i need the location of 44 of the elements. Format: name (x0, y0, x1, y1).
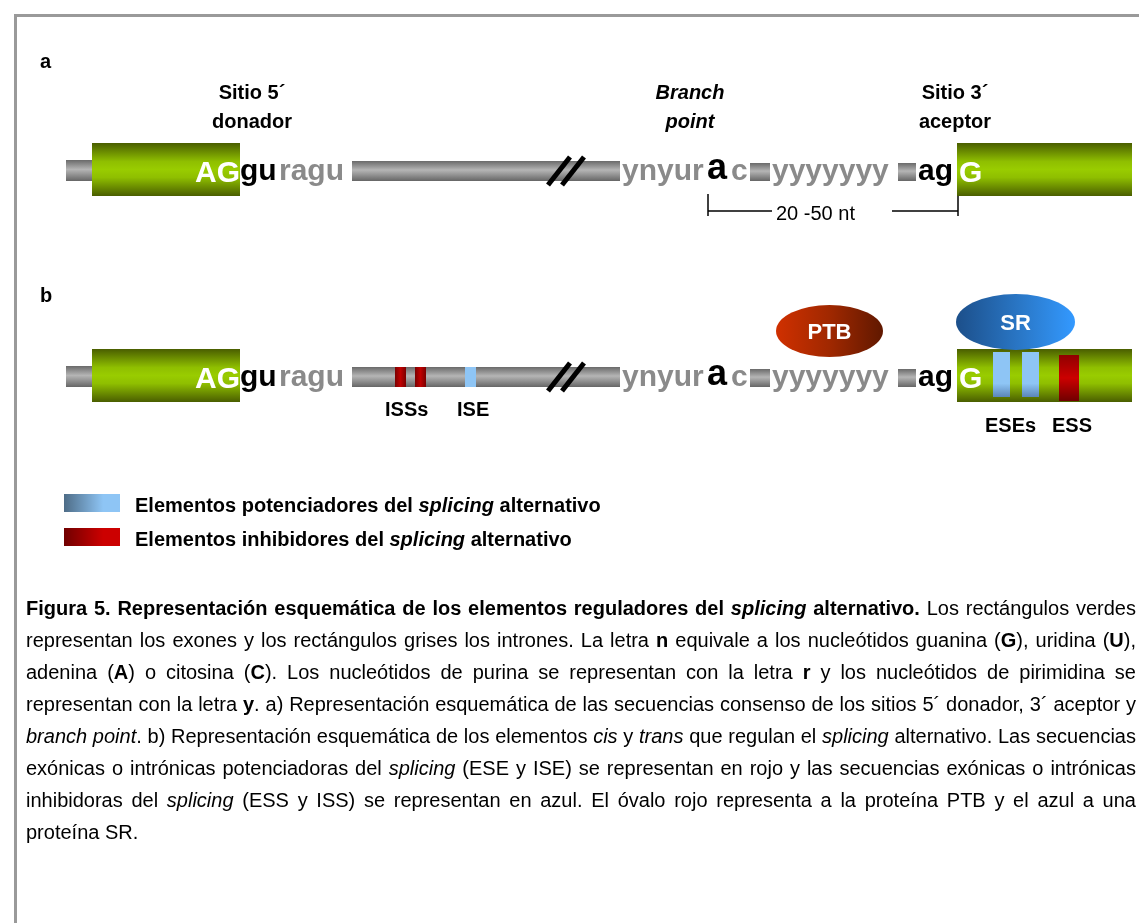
legend-text: Elementos potenciadores del splicing alternativo (135, 493, 601, 518)
exon-box (957, 349, 1132, 402)
exon-box (92, 349, 240, 402)
sequence-text: gu (240, 155, 277, 185)
sequence-text: yyyyyyy (772, 155, 889, 185)
intron-bar (352, 367, 620, 387)
sequence-text: G (959, 362, 983, 393)
intron-bar (898, 369, 916, 387)
intron-bar (66, 366, 92, 387)
sequence-text: yyyyyyy (772, 361, 889, 391)
panel-letter: b (40, 283, 53, 308)
site-heading: Sitio 5´ donador (211, 80, 293, 134)
element-label: ESS (1052, 413, 1093, 438)
sequence-text: gu (240, 361, 277, 391)
sequence-text: a (707, 355, 728, 391)
intron-bar (750, 163, 770, 181)
intron-bar (750, 369, 770, 387)
sequence-text: AG (195, 156, 240, 187)
element-label: ESEs (985, 413, 1037, 438)
panel-letter: a (40, 49, 52, 74)
sequence-text: AG (195, 362, 240, 393)
sequence-text: ag (918, 155, 953, 185)
sequence-text: ag (918, 361, 953, 391)
site-heading: Branch point (654, 80, 726, 134)
exon-box (957, 143, 1132, 196)
sequence-text: ragu (279, 361, 344, 391)
sequence-text: c (731, 155, 748, 185)
sequence-text: ynyur (622, 361, 704, 391)
sequence-text: ragu (279, 155, 344, 185)
intron-bar (352, 161, 620, 181)
element-label: ISSs (385, 397, 429, 422)
intron-bar (898, 163, 916, 181)
exon-box (92, 143, 240, 196)
site-heading: Sitio 3´ aceptor (917, 80, 993, 134)
element-label: ISE (457, 397, 490, 422)
sequence-text: SR (1000, 308, 1031, 337)
sequence-text: a (707, 149, 728, 185)
intron-bar (66, 160, 92, 181)
legend-text: Elementos inhibidores del splicing alternativo (135, 527, 572, 552)
sequence-text: c (731, 361, 748, 391)
sequence-text: PTB (807, 317, 852, 346)
sequence-text: G (959, 156, 983, 187)
figure-caption: Figura 5. Representación esquemática de los elementos reguladores del splicing alternativo. Los rectángulos verdes representan los exones y los rectángulos grises los intrones. La letra n equivale a los nucleótidos guanina (G), uridina (U), adenina (A) o citosina (C). Los nucleótidos de purina se representan con la letra r y los nucleótidos de pirimidina se representan con la letra y. a) Representación esquemática de las secuencias consenso de los sitios 5´ donador, 3´ aceptor y branch point. b) Representación esquemática de los elementos cis y trans que regulan el splicing alternativo. Las secuencias exónicas o intrónicas potenciadoras del splicing (ESE y ISE) se representan en rojo y las secuencias exónicas o intrónicas inhibidoras del splicing (ESS y ISS) se representan en azul. El óvalo rojo representa a la proteína PTB y el azul a una proteína SR. (26, 596, 1136, 845)
sequence-text: ynyur (622, 155, 704, 185)
